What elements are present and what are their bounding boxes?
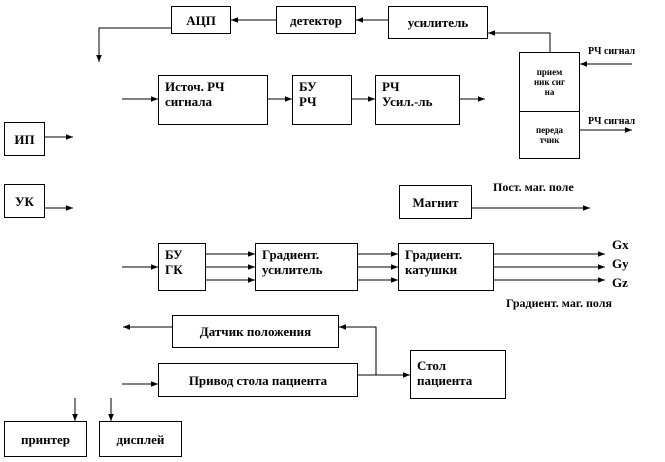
block-grad-coils-line2: катушки <box>405 262 458 277</box>
block-adc-label: АЦП <box>186 12 216 28</box>
block-display-label: дисплей <box>116 431 165 447</box>
block-bu-gk-line1: БУ <box>165 247 183 262</box>
block-uk-label: УК <box>15 193 34 209</box>
block-printer-label: принтер <box>20 431 71 447</box>
block-receiver-line3: на <box>544 87 555 97</box>
block-rf-amplifier: РЧ Усил.-ль <box>375 75 460 125</box>
block-ip: ИП <box>4 122 45 156</box>
block-receiver-line2: ник сиг <box>533 77 566 87</box>
block-amplifier: усилитель <box>388 6 488 39</box>
block-rf-amp-line2: Усил.-ль <box>382 94 433 109</box>
block-table-drive-label: Привод стола пациента <box>188 372 328 388</box>
block-grad-amp-line1: Градиент. <box>262 247 320 262</box>
label-gz: Gz <box>612 275 628 290</box>
block-adc: АЦП <box>171 6 231 34</box>
block-patient-table-line2: пациента <box>417 373 473 388</box>
arrow-receiver-to-amplifier <box>488 30 551 52</box>
block-bu-rf: БУ РЧ <box>292 75 352 125</box>
block-patient-table-line1: Стол <box>417 358 447 373</box>
block-grad-amp-line2: усилитель <box>262 262 323 277</box>
block-position-sensor: Датчик положения <box>172 315 339 348</box>
block-bu-rf-line2: РЧ <box>299 94 317 109</box>
block-display: дисплей <box>99 421 182 457</box>
block-bu-gk: БУ ГК <box>158 243 206 291</box>
block-gradient-amplifier: Градиент. усилитель <box>255 243 358 291</box>
block-detector: детектор <box>276 6 356 34</box>
block-ip-label: ИП <box>14 131 35 147</box>
label-static-field: Пост. маг. поле <box>493 180 574 194</box>
block-patient-table: Стол пациента <box>410 350 506 399</box>
block-transmitter-line1: переда <box>535 125 564 135</box>
block-rf-source-line2: сигнала <box>165 94 213 109</box>
block-receiver: прием ник сиг на <box>520 53 579 111</box>
block-table-drive: Привод стола пациента <box>158 363 358 397</box>
block-rf-amp-line1: РЧ <box>382 79 400 94</box>
label-gx: Gx <box>612 237 629 252</box>
block-magnet: Магнит <box>399 185 472 219</box>
block-grad-coils-line1: Градиент. <box>405 247 463 262</box>
block-receiver-transmitter: прием ник сиг на переда тчик <box>519 52 580 159</box>
block-bu-gk-line2: ГК <box>165 262 183 277</box>
label-gy: Gy <box>612 256 629 271</box>
block-amplifier-label: усилитель <box>407 15 469 30</box>
block-transmitter: переда тчик <box>520 111 579 158</box>
block-position-sensor-label: Датчик положения <box>199 324 312 339</box>
block-transmitter-line2: тчик <box>539 135 560 145</box>
block-detector-label: детектор <box>290 12 342 28</box>
block-rf-source-line1: Источ. РЧ <box>165 79 225 94</box>
arrow-adc-out <box>96 27 171 62</box>
block-receiver-line1: прием <box>536 67 563 77</box>
block-rf-source: Источ. РЧ сигнала <box>158 75 268 125</box>
block-uk: УК <box>4 184 45 218</box>
block-printer: принтер <box>4 421 87 457</box>
arrow-table-to-position-sensor <box>339 324 377 375</box>
label-gradient-fields: Градиент. маг. поля <box>506 296 612 310</box>
label-rf-signal-in: РЧ сигнал <box>588 46 636 57</box>
block-gradient-coils: Градиент. катушки <box>398 243 494 291</box>
label-rf-signal-out: РЧ сигнал <box>588 116 636 127</box>
block-bu-rf-line1: БУ <box>299 79 317 94</box>
block-magnet-label: Магнит <box>412 194 459 210</box>
